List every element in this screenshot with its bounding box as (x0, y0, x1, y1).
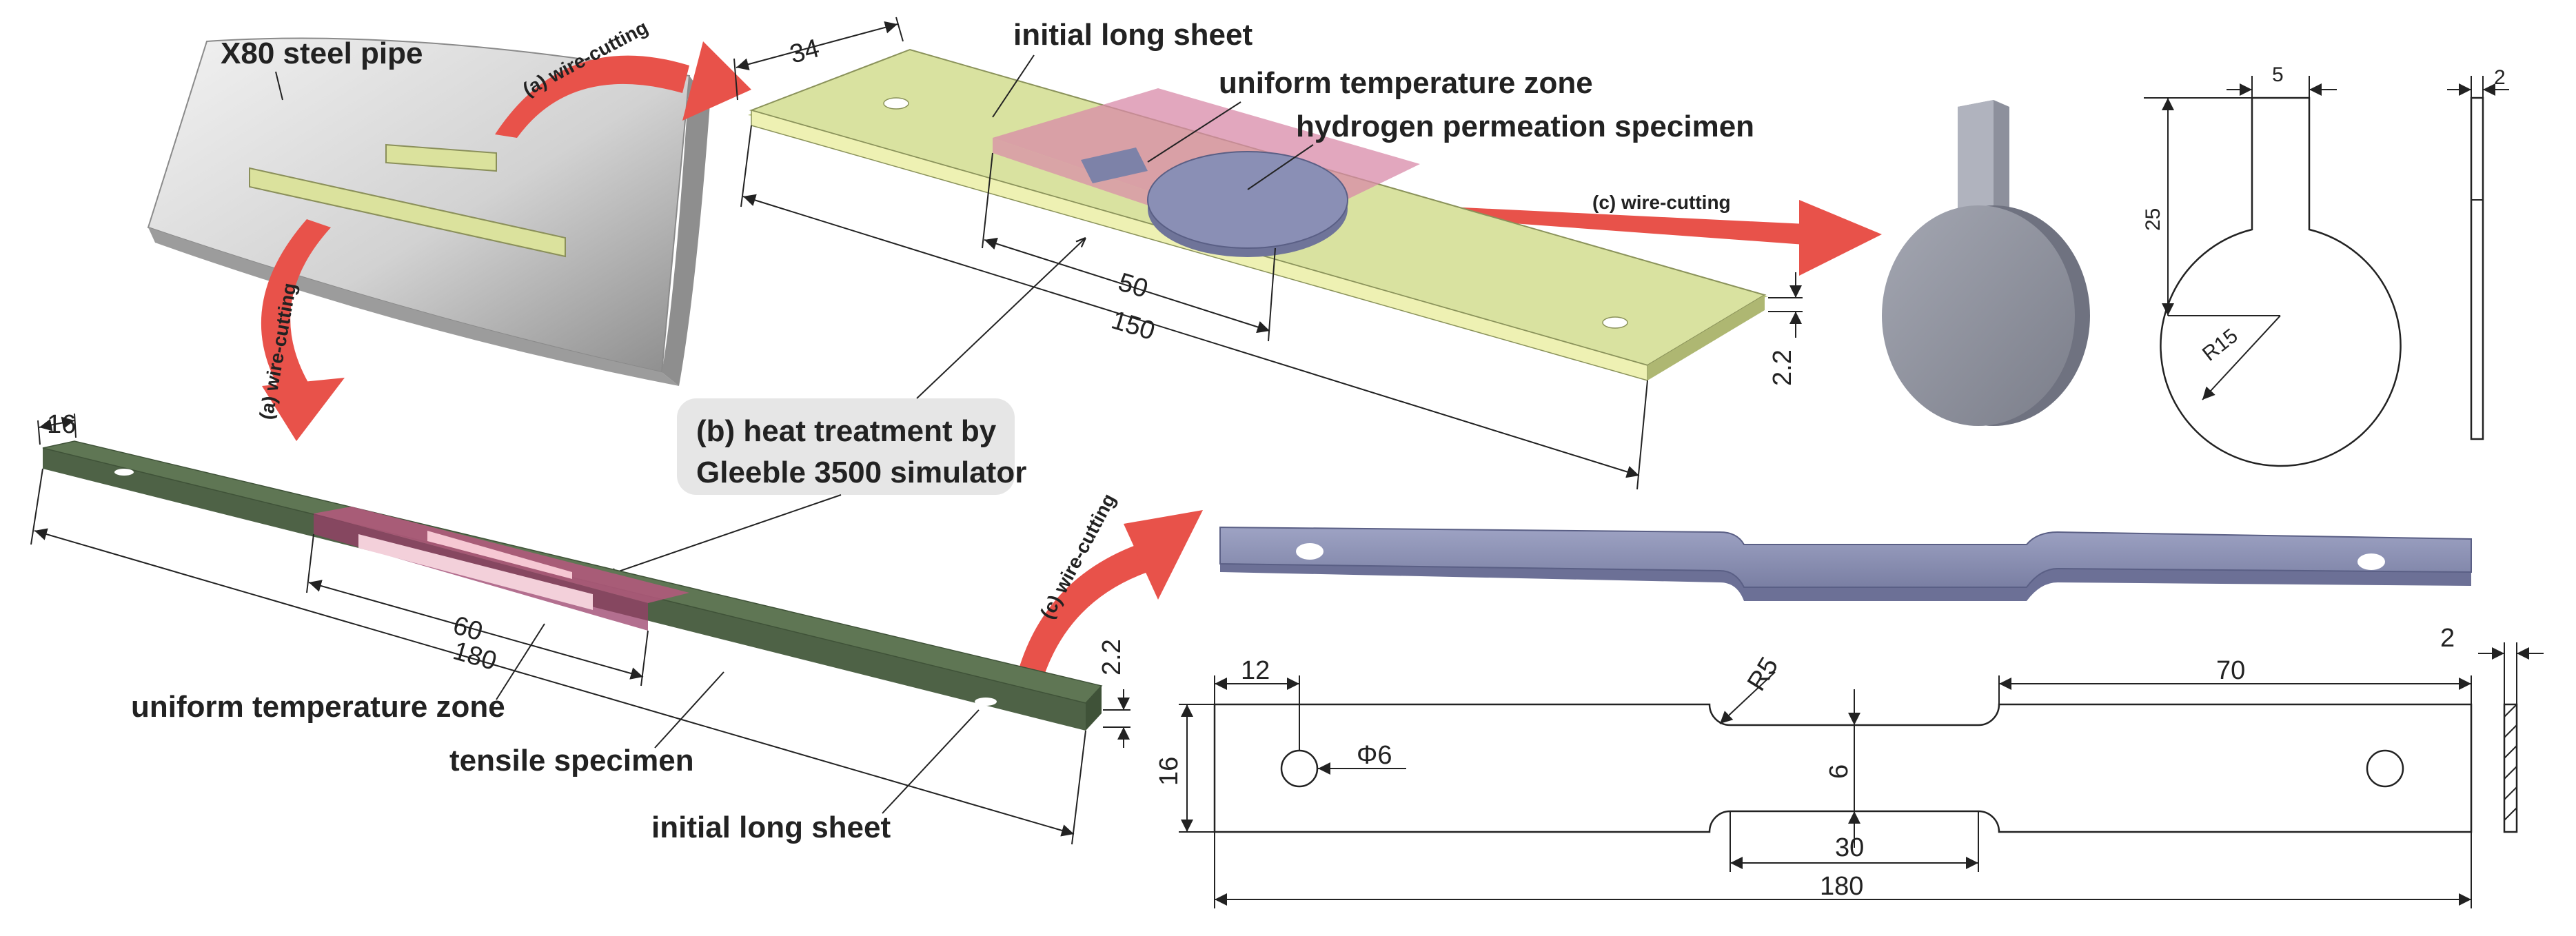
top-sheet-leader (992, 54, 1035, 118)
bottom-sheet-leader (882, 709, 980, 814)
steel-pipe (147, 37, 710, 386)
dim-top-width: 34 (787, 34, 822, 70)
specimen-leader (1247, 144, 1314, 190)
arrow-a-top (495, 41, 751, 138)
dim-tensile-hole-dia: Φ6 (1357, 741, 1392, 770)
dim-tensile-grip: 70 (2216, 656, 2245, 685)
tensile-specimen-3d (1219, 526, 2472, 601)
arrow-a-left (261, 219, 345, 441)
callout-arrow-bottom (607, 494, 842, 576)
cut-c-right-label: (c) wire-cutting (1592, 192, 1731, 213)
initial-long-sheet-bottom-label: initial long sheet (651, 811, 891, 844)
dim-bottom-length: 180 (450, 636, 500, 676)
dim-top-length: 150 (1108, 305, 1158, 346)
top-sheet-dims (733, 17, 1803, 490)
dim-tensile-hole-offset: 12 (1241, 656, 1270, 685)
heat-treatment-line1: (b) heat treatment by (696, 414, 997, 448)
bottom-sheet-dims (30, 413, 1130, 845)
pipe-leader (275, 71, 283, 101)
dim-disk-radius: R15 (2198, 325, 2242, 366)
tensile-leader (654, 671, 724, 749)
uniform-zone-bottom-label: uniform temperature zone (131, 690, 505, 724)
dim-tensile-total-length: 180 (1820, 872, 1863, 901)
callout-arrow-top (916, 238, 1086, 399)
heat-treatment-callout (677, 398, 1015, 495)
dim-top-zone: 50 (1115, 267, 1151, 304)
bottom-zone-leader (496, 623, 545, 700)
dim-bottom-width: 16 (47, 410, 76, 439)
dim-bottom-thickness: 2.2 (1097, 639, 1126, 675)
pipe-label: X80 steel pipe (221, 37, 423, 70)
dim-tensile-gauge-length: 30 (1835, 833, 1864, 862)
tensile-side-view (2478, 642, 2544, 833)
tensile-specimen-label: tensile specimen (449, 744, 694, 777)
tensile-drawing (1179, 671, 2473, 908)
hydrogen-disk-3d (1882, 100, 2090, 426)
dim-disk-height: 25 (2142, 208, 2164, 231)
dim-tensile-width: 16 (1155, 757, 1184, 786)
heat-treatment-line2: Gleeble 3500 simulator (696, 456, 1026, 489)
dim-tensile-gauge-width: 6 (1825, 764, 1854, 779)
uniform-zone-top-label: uniform temperature zone (1219, 66, 1593, 100)
dim-disk-thickness: 2 (2494, 66, 2506, 89)
disk-drawing (2144, 76, 2402, 467)
hydrogen-specimen-label: hydrogen permeation specimen (1296, 110, 1754, 143)
dim-disk-tab: 5 (2272, 63, 2284, 86)
initial-long-sheet-top-label: initial long sheet (1013, 18, 1252, 52)
dim-tensile-thickness: 2 (2440, 624, 2455, 653)
dim-top-thickness: 2.2 (1768, 349, 1797, 386)
top-zone-leader (1147, 101, 1241, 163)
disk-side-view (2447, 76, 2509, 440)
dim-tensile-fillet: R5 (1742, 652, 1784, 695)
